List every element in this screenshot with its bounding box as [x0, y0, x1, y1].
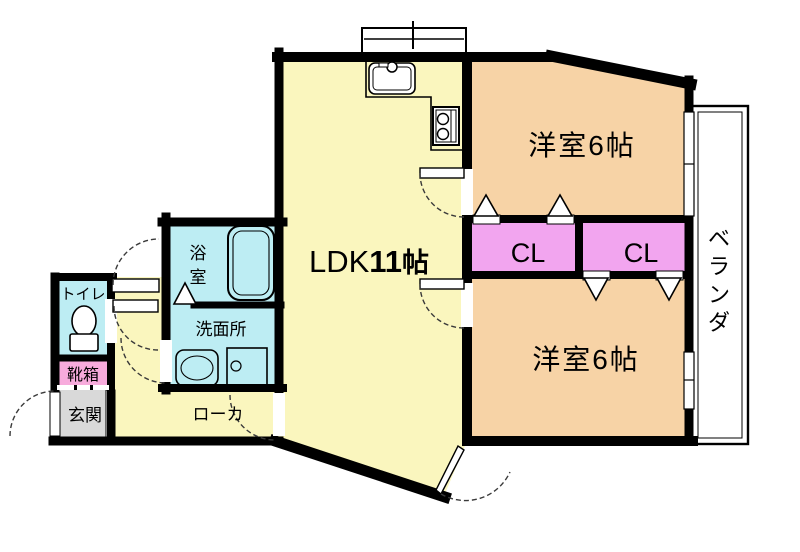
door-washroom	[120, 337, 167, 384]
walls	[48, 47, 698, 504]
label-toilet: トイレ	[60, 286, 105, 303]
label-ldk: LDK11帖	[309, 244, 429, 279]
bathtub-icon	[227, 225, 275, 301]
veranda-inner-rail	[697, 111, 743, 439]
room-ldk	[277, 57, 467, 496]
door-toilet	[112, 299, 159, 351]
corridor-floor	[162, 386, 281, 441]
bathroom-folding-door-marker	[172, 281, 198, 305]
door-corridor-ldk	[229, 394, 276, 441]
label-western-lower: 洋室6帖	[532, 344, 640, 375]
room-closet-right	[580, 219, 689, 275]
washbasin-icon	[175, 349, 219, 387]
room-labels: LDK11帖 洋室6帖 洋室6帖 CL CL ベランダ 浴室 洗面所 トイレ 靴…	[60, 130, 730, 425]
door-entrance	[9, 390, 56, 437]
door-ldk-diagonal	[435, 444, 511, 502]
label-closet-left: CL	[511, 238, 546, 268]
label-entrance: 玄関	[68, 406, 102, 425]
door-openings	[49, 169, 473, 437]
room-western-upper	[467, 57, 690, 221]
windows	[683, 111, 695, 410]
label-western-upper: 洋室6帖	[528, 130, 636, 161]
label-corridor: ローカ	[193, 405, 244, 424]
washing-machine-icon	[226, 347, 268, 387]
door-western-lower	[419, 278, 465, 329]
kitchen-sink-icon	[368, 61, 416, 95]
doors	[9, 167, 511, 502]
door-hall-top	[111, 238, 160, 293]
fixtures	[57, 61, 462, 390]
shoe-box-divider	[57, 385, 109, 390]
veranda-window-upper	[683, 111, 695, 217]
room-western-lower	[467, 275, 690, 441]
label-washroom: 洗面所	[196, 320, 247, 339]
room-washroom	[162, 305, 279, 388]
label-bathroom: 浴室	[190, 244, 207, 287]
room-floors	[55, 57, 690, 496]
veranda	[690, 104, 750, 446]
label-veranda: ベランダ	[708, 226, 730, 335]
closet-markers	[472, 193, 684, 302]
label-closet-right: CL	[624, 238, 659, 268]
label-shoe-box: 靴箱	[67, 366, 99, 384]
toilet-icon	[69, 305, 99, 352]
stove-icon	[432, 106, 460, 146]
kitchen-counter-icon	[365, 62, 462, 151]
veranda-window-lower	[683, 351, 695, 410]
door-western-upper	[419, 167, 465, 218]
shoe-box	[55, 358, 111, 388]
room-closet-left	[467, 219, 578, 275]
room-entrance	[58, 390, 108, 440]
